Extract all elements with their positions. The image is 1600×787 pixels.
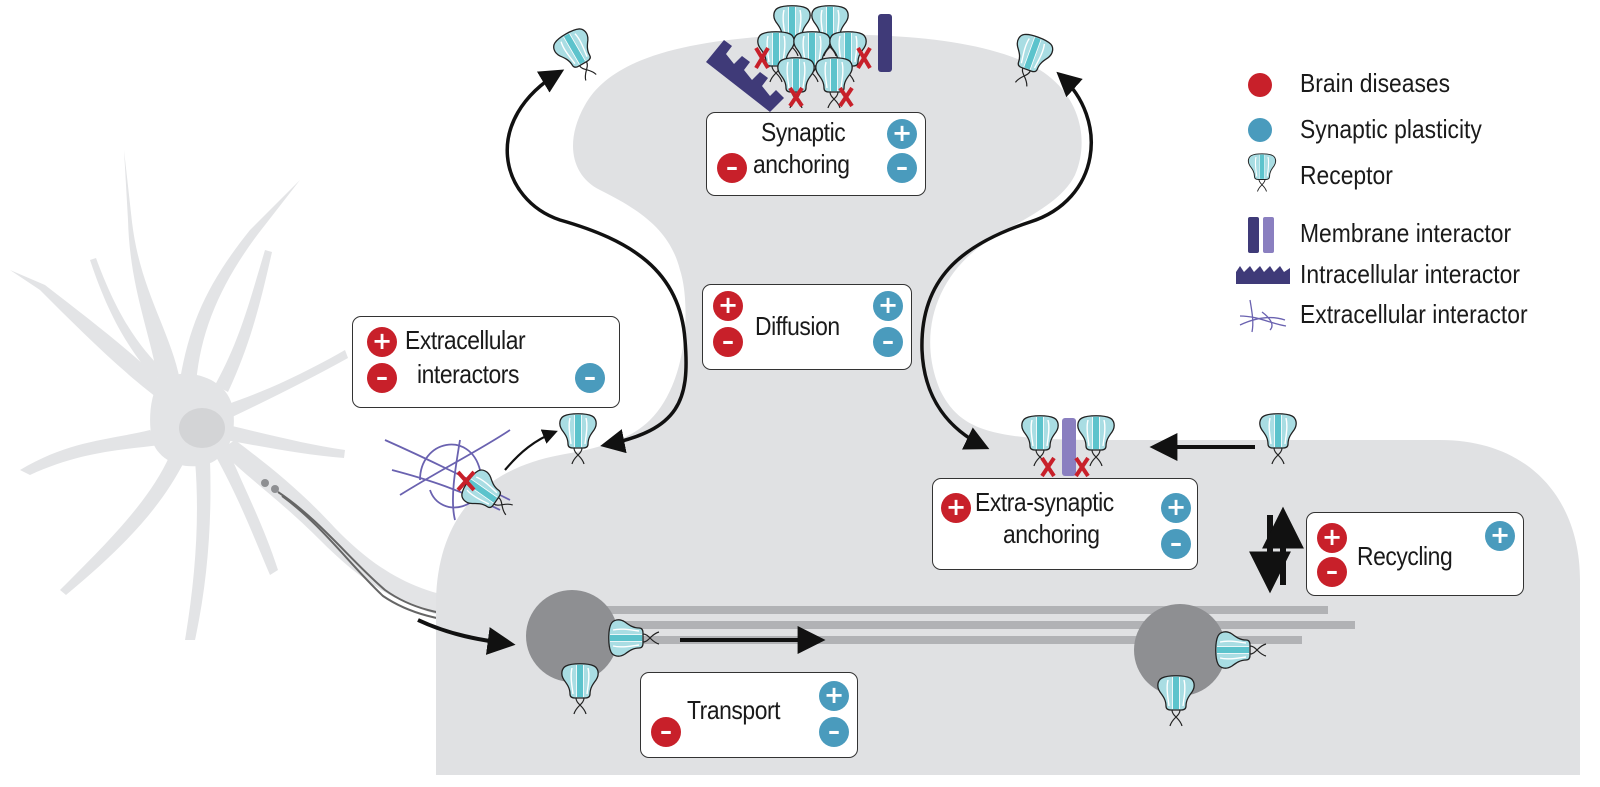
brain-diseases-badge: +: [713, 291, 743, 321]
brain-diseases-badge: –: [713, 327, 743, 357]
transport-vesicle: [526, 590, 618, 682]
legend-synaptic-plasticity: Synaptic plasticity: [1300, 114, 1482, 144]
synaptic-plasticity-badge: –: [575, 363, 605, 393]
release-arrow: [504, 429, 558, 471]
legend-membrane-interactor: Membrane interactor: [1300, 218, 1512, 248]
brain-diseases-badge: –: [367, 363, 397, 393]
dendrite-shaft-and-spine: [436, 34, 1580, 787]
legend-icons: [1236, 73, 1290, 333]
legend-intracellular-interactor: Intracellular interactor: [1300, 259, 1520, 289]
synaptic-plasticity-badge: +: [873, 291, 903, 321]
synaptic-plasticity-badge: –: [887, 153, 917, 183]
box-label-line2: interactors: [417, 359, 519, 389]
intracellular-interactor-icon: [1236, 266, 1290, 284]
diffusion-arrow-left: [505, 69, 688, 454]
box-label-line1: Extra-synaptic: [975, 487, 1114, 517]
brain-diseases-badge: +: [1317, 523, 1347, 553]
box-label-line1: Extracellular: [405, 325, 526, 355]
brain-diseases-badge: –: [717, 153, 747, 183]
membrane-interactor-icon-light: [1263, 217, 1274, 253]
extracellular-interactors-box: Extracellular interactors + – –: [352, 316, 620, 408]
transport-vesicle: [1134, 604, 1226, 696]
recycling-box: Recycling + – +: [1306, 512, 1524, 596]
intracellular-interactor: [706, 40, 784, 112]
synaptic-plasticity-badge: +: [819, 681, 849, 711]
membrane-interactor: [1062, 418, 1076, 476]
extracellular-interactor-icon: [1239, 299, 1287, 333]
legend-extracellular-interactor: Extracellular interactor: [1300, 299, 1528, 329]
synaptic-plasticity-badge: +: [887, 119, 917, 149]
synaptic-plasticity-badge: +: [1161, 493, 1191, 523]
synaptic-plasticity-badge: +: [1485, 521, 1515, 551]
microtubules: [600, 606, 1355, 644]
neuron-illustration: [10, 150, 499, 640]
brain-diseases-badge: +: [367, 327, 397, 357]
membrane-interactor: [878, 14, 892, 72]
box-label-line1: Synaptic: [761, 117, 846, 147]
synaptic-anchoring-box: Synaptic anchoring – + –: [706, 112, 926, 196]
receptor-icon: [1247, 153, 1277, 193]
axon-transport-arrow: [417, 618, 516, 655]
diffusion-arrow-right: [920, 71, 1093, 450]
blocked-x-mark: [456, 470, 476, 492]
synaptic-receptor-cluster: [706, 4, 892, 112]
box-label: Diffusion: [755, 311, 840, 341]
synaptic-plasticity-badge: –: [819, 717, 849, 747]
box-label: Recycling: [1357, 541, 1453, 571]
synaptic-plasticity-badge: –: [873, 327, 903, 357]
membrane-interactor-icon: [1248, 217, 1259, 253]
extra-synaptic-receptor-cluster: [1021, 414, 1115, 478]
blue-dot-icon: [1248, 118, 1272, 142]
box-label-line2: anchoring: [753, 149, 850, 179]
legend-receptor: Receptor: [1300, 160, 1393, 190]
receptor-icon: [549, 24, 608, 88]
brain-diseases-badge: –: [651, 717, 681, 747]
box-label-line2: anchoring: [1003, 519, 1100, 549]
brain-diseases-badge: –: [1317, 557, 1347, 587]
diffusion-box: Diffusion + – + –: [702, 284, 912, 370]
box-label: Transport: [687, 695, 781, 725]
extra-synaptic-anchoring-box: Extra-synaptic anchoring + + –: [932, 478, 1198, 570]
red-dot-icon: [1248, 73, 1272, 97]
synaptic-plasticity-badge: –: [1161, 529, 1191, 559]
brain-diseases-badge: +: [941, 493, 971, 523]
legend-brain-diseases: Brain diseases: [1300, 68, 1451, 98]
transport-box: Transport – + –: [640, 672, 858, 758]
